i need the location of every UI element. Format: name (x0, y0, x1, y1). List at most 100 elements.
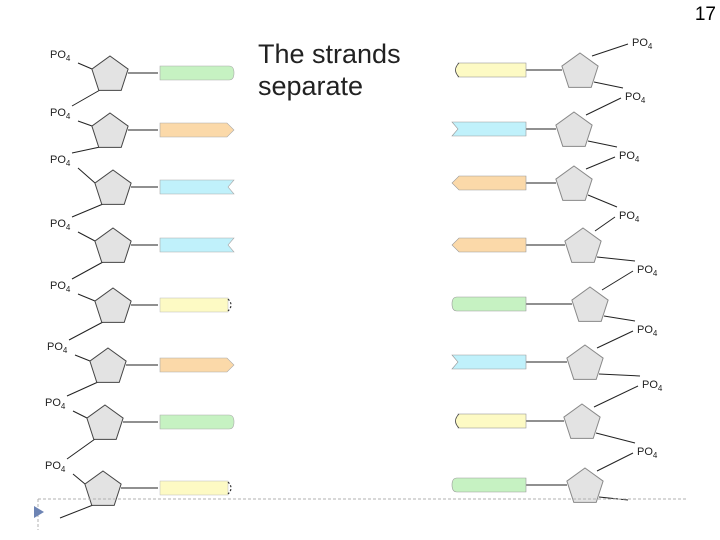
phosphate-label: PO4 (637, 446, 658, 460)
base-tip (456, 63, 460, 77)
phosphate-subscript: 4 (66, 159, 71, 168)
sugar-pentagon (572, 287, 608, 321)
phosphate-subscript: 4 (635, 155, 640, 164)
phosphate-text: PO (50, 280, 66, 292)
phosphate-label: PO4 (50, 280, 71, 294)
phosphate-text: PO (45, 397, 61, 409)
phosphate-label: PO4 (637, 264, 658, 278)
base-tip (456, 414, 460, 428)
phosphate-label: PO4 (50, 154, 71, 168)
backbone-bond (73, 474, 85, 484)
phosphate-label: PO4 (619, 150, 640, 164)
backbone-bond (72, 262, 103, 279)
backbone-bond (597, 453, 633, 471)
backbone-bond (73, 411, 87, 418)
backbone-bond (596, 433, 635, 443)
base-orange (160, 358, 234, 372)
backbone-bond (594, 82, 623, 88)
phosphate-label: PO4 (50, 49, 71, 63)
backbone-bond (592, 44, 628, 56)
sugar-pentagon (567, 468, 603, 502)
backbone-bond (595, 217, 615, 231)
sugar-pentagon (95, 288, 131, 322)
backbone-bond (69, 322, 103, 340)
sugar-pentagon (564, 404, 600, 438)
backbone-bond (599, 374, 640, 376)
backbone-bond (67, 382, 98, 396)
backbone-bond (78, 294, 95, 301)
phosphate-text: PO (50, 107, 66, 119)
backbone-bond (586, 98, 621, 115)
sugar-pentagon (85, 471, 121, 505)
phosphate-text: PO (45, 460, 61, 472)
base-blue (452, 355, 526, 369)
phosphate-label: PO4 (619, 210, 640, 224)
base-green (160, 66, 234, 80)
sugar-pentagon (90, 348, 126, 382)
phosphate-subscript: 4 (66, 112, 71, 121)
phosphate-subscript: 4 (61, 465, 66, 474)
phosphate-text: PO (625, 91, 641, 103)
phosphate-subscript: 4 (63, 346, 68, 355)
backbone-bond (594, 386, 638, 407)
base-yellow (458, 414, 526, 428)
phosphate-subscript: 4 (653, 451, 658, 460)
phosphate-subscript: 4 (658, 384, 663, 393)
backbone-bond (602, 271, 633, 290)
phosphate-subscript: 4 (641, 96, 646, 105)
backbone-bond (72, 204, 103, 217)
backbone-bond (72, 90, 100, 106)
phosphate-text: PO (50, 154, 66, 166)
base-blue (452, 122, 526, 136)
base-blue (160, 180, 234, 194)
sugar-pentagon (556, 166, 592, 200)
phosphate-subscript: 4 (66, 54, 71, 63)
phosphate-label: PO4 (632, 37, 653, 51)
base-green (452, 297, 526, 311)
phosphate-text: PO (637, 446, 653, 458)
base-green (452, 478, 526, 492)
phosphate-text: PO (619, 210, 635, 222)
phosphate-label: PO4 (45, 397, 66, 411)
backbone-bond (588, 141, 617, 147)
sugar-pentagon (556, 112, 592, 146)
phosphate-text: PO (642, 379, 658, 391)
base-orange (452, 176, 526, 190)
backbone-bond (78, 168, 95, 183)
phosphate-subscript: 4 (653, 329, 658, 338)
phosphate-label: PO4 (47, 341, 68, 355)
phosphate-text: PO (637, 264, 653, 276)
backbone-bond (67, 439, 95, 459)
base-tip (228, 482, 231, 494)
sugar-pentagon (92, 56, 128, 90)
backbone-bond (78, 232, 95, 241)
backbone-bond (588, 195, 617, 207)
phosphate-label: PO4 (50, 107, 71, 121)
phosphate-text: PO (47, 341, 63, 353)
backbone-bond (72, 147, 100, 153)
phosphate-subscript: 4 (66, 223, 71, 232)
sugar-pentagon (95, 170, 131, 204)
sugar-pentagon (92, 113, 128, 147)
backbone-bond (597, 331, 633, 348)
base-yellow (160, 298, 228, 312)
base-yellow (160, 481, 228, 495)
phosphate-subscript: 4 (66, 285, 71, 294)
sugar-pentagon (95, 228, 131, 262)
base-orange (160, 123, 234, 137)
phosphate-label: PO4 (642, 379, 663, 393)
sugar-pentagon (562, 53, 598, 87)
footer-arrow-icon (34, 506, 44, 518)
backbone-bond (586, 157, 615, 169)
sugar-pentagon (565, 228, 601, 262)
sugar-pentagon (87, 405, 123, 439)
phosphate-subscript: 4 (61, 402, 66, 411)
base-yellow (458, 63, 526, 77)
phosphate-text: PO (50, 49, 66, 61)
phosphate-text: PO (637, 324, 653, 336)
phosphate-label: PO4 (45, 460, 66, 474)
phosphate-label: PO4 (50, 218, 71, 232)
phosphate-subscript: 4 (648, 42, 653, 51)
base-tip (228, 299, 231, 311)
